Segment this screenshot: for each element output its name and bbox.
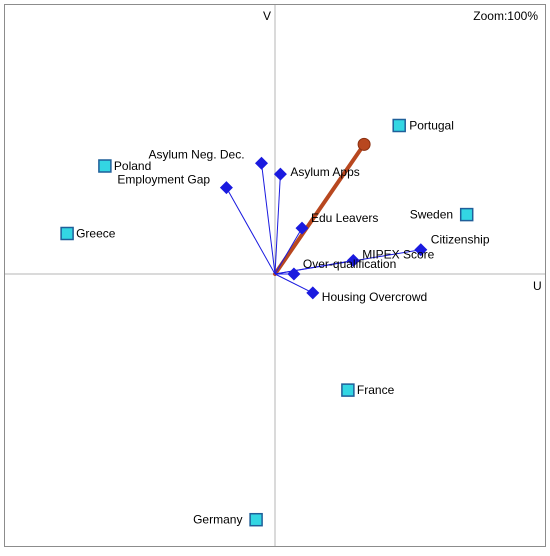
variable-vector-employment-gap	[225, 187, 276, 275]
variable-label-over-qualification: Over-qualification	[303, 257, 396, 271]
point-layer	[60, 118, 474, 527]
observation-label-portugal: Portugal	[409, 119, 454, 133]
variable-marker-employment-gap[interactable]	[219, 181, 233, 195]
variable-vector-edu-leavers	[274, 227, 303, 275]
observation-marker-sweden[interactable]	[459, 207, 474, 222]
zoom-readout: Zoom:100%	[473, 9, 538, 23]
observation-label-poland: Poland	[114, 159, 151, 173]
variable-label-employment-gap: Employment Gap	[117, 173, 210, 187]
observation-marker-germany[interactable]	[249, 512, 263, 527]
variable-marker-asylum-apps[interactable]	[273, 167, 287, 181]
observation-label-france: France	[357, 383, 395, 397]
observation-label-greece: Greece	[76, 227, 116, 241]
variable-vector-asylum-neg-dec	[261, 163, 276, 275]
variable-marker-housing-overcrowd[interactable]	[306, 286, 320, 300]
variable-vector-citizenship	[274, 249, 421, 275]
supplementary-vector-tip[interactable]	[357, 137, 371, 151]
variable-marker-citizenship[interactable]	[414, 243, 428, 257]
variable-marker-edu-leavers[interactable]	[295, 221, 309, 235]
observation-marker-france[interactable]	[341, 383, 355, 397]
variable-vector-asylum-apps	[274, 174, 281, 275]
observation-marker-poland[interactable]	[98, 159, 112, 173]
variable-marker-mipex-score[interactable]	[346, 254, 360, 267]
variable-marker-asylum-neg-dec[interactable]	[255, 156, 268, 170]
variable-label-asylum-apps: Asylum Apps	[290, 165, 359, 179]
variable-marker-over-qualification[interactable]	[287, 267, 301, 281]
variable-label-edu-leavers: Edu Leavers	[311, 211, 378, 225]
observation-marker-portugal[interactable]	[392, 118, 406, 133]
variable-label-housing-overcrowd: Housing Overcrowd	[322, 290, 427, 304]
observation-marker-greece[interactable]	[60, 226, 74, 241]
variable-label-mipex-score: MIPEX Score	[362, 248, 434, 262]
variable-vector-housing-overcrowd	[274, 273, 314, 294]
x-axis-label: U	[533, 279, 542, 293]
observation-label-germany: Germany	[193, 513, 242, 527]
supplementary-vector	[273, 142, 367, 276]
variable-label-citizenship: Citizenship	[431, 233, 490, 247]
observation-label-sweden: Sweden	[410, 208, 453, 222]
variable-label-asylum-neg-dec: Asylum Neg. Dec.	[149, 147, 245, 161]
y-axis-label: V	[263, 9, 271, 23]
vector-layer	[225, 137, 421, 294]
